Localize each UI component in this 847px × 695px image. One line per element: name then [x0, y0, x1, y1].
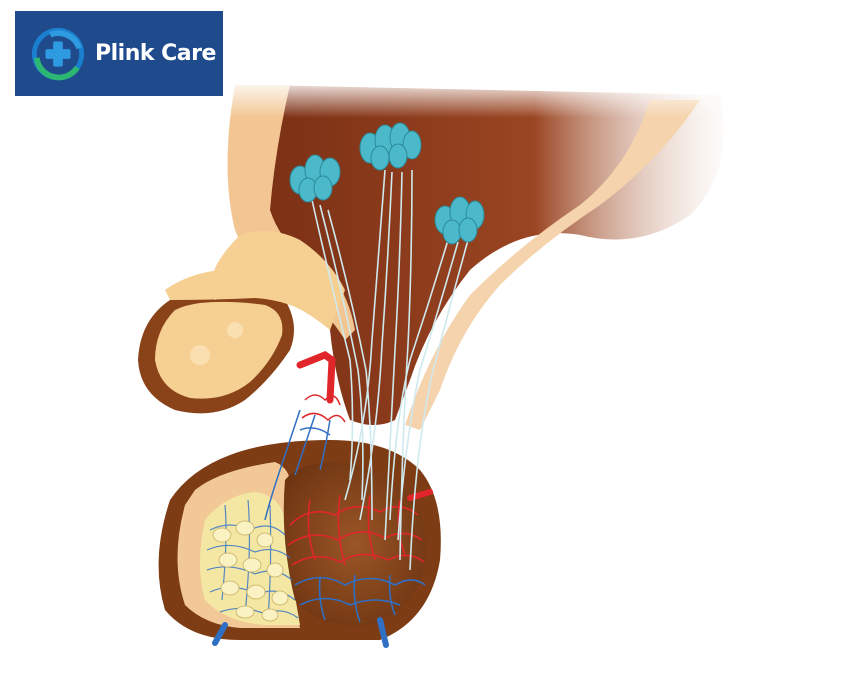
optic-chiasm — [138, 231, 345, 414]
brand-logo: Plink Care — [15, 11, 223, 96]
brand-name: Plink Care — [95, 41, 216, 66]
pituitary-gland — [158, 440, 441, 640]
neurosecretory-neurons — [289, 122, 485, 571]
medical-cross-icon — [31, 27, 85, 80]
portal-vessels — [212, 351, 433, 648]
